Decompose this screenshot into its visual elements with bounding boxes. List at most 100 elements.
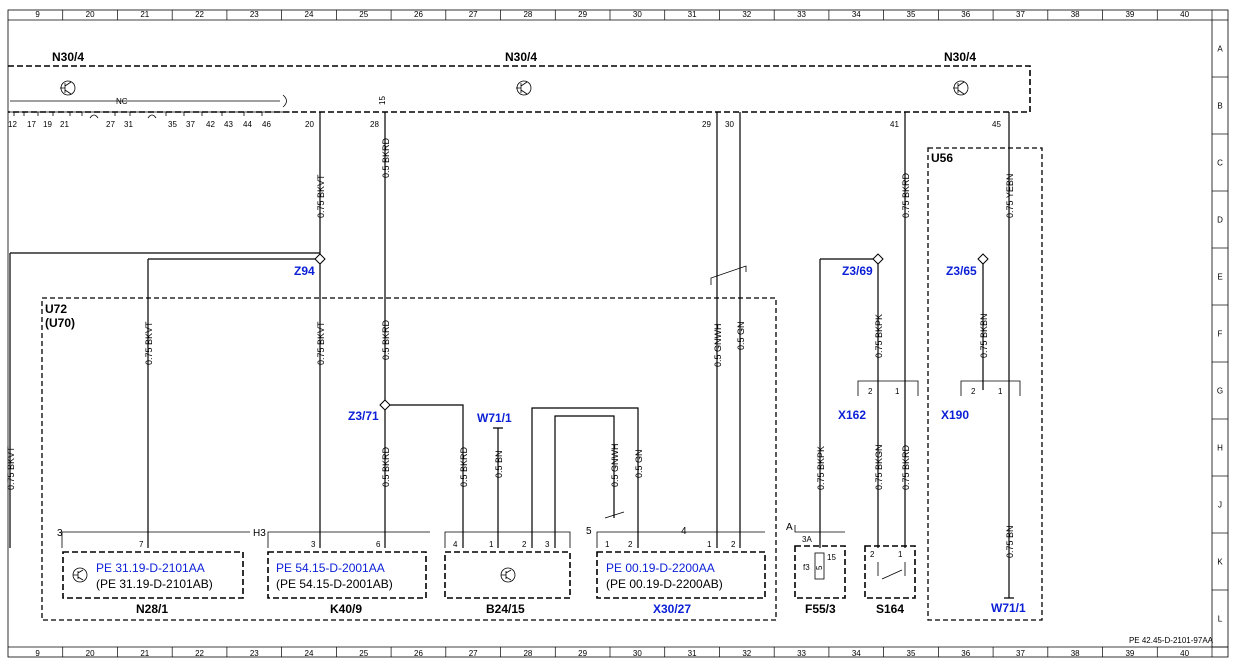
column-number-33: 33 — [797, 10, 806, 19]
pin-15: 15 — [378, 96, 387, 105]
x162-connector — [857, 380, 919, 396]
pin-43: 43 — [224, 120, 233, 129]
x190-connector — [960, 380, 1021, 396]
k40-ref-2: (PE 54.15-D-2001AB) — [276, 577, 393, 591]
n28-conn: 3 — [57, 528, 63, 539]
column-number-38: 38 — [1071, 649, 1080, 658]
column-number-9: 9 — [35, 10, 40, 19]
z371-label: Z3/71 — [348, 409, 379, 423]
w71-1b-label: W71/1 — [991, 601, 1026, 615]
pin-44: 44 — [243, 120, 252, 129]
s164-box — [864, 545, 916, 599]
b24-box — [444, 551, 571, 599]
column-number-39: 39 — [1125, 649, 1134, 658]
svg-text:0.75 BKRD: 0.75 BKRD — [901, 172, 911, 218]
wire-b24-gn — [531, 407, 639, 548]
svg-text:0.75 BKVT: 0.75 BKVT — [6, 446, 16, 490]
wire-yebn-45 — [1004, 112, 1014, 599]
x30-box — [596, 551, 766, 599]
row-letter-B: B — [1217, 102, 1222, 111]
column-number-33: 33 — [797, 649, 806, 658]
pin-45: 45 — [992, 120, 1001, 129]
pin-29: 29 — [702, 120, 711, 129]
f55-num: 5 — [815, 565, 824, 570]
svg-text:0.75 BKGN: 0.75 BKGN — [874, 444, 884, 490]
pin-42: 42 — [206, 120, 215, 129]
transistor-icon — [60, 80, 76, 96]
wire-labels: 0.75 BKVT 0.5 BKRD 0.75 BKVT 0.75 BKVT 0… — [6, 137, 1015, 558]
pin-27: 27 — [106, 120, 115, 129]
f55-value: 15 — [827, 553, 836, 562]
svg-text:0.75 YEBN: 0.75 YEBN — [1005, 174, 1015, 218]
column-number-30: 30 — [633, 649, 642, 658]
pin-20: 20 — [305, 120, 314, 129]
u56-box — [927, 147, 1043, 621]
f55-fuse: f3 — [803, 563, 810, 572]
row-letter-H: H — [1217, 444, 1223, 453]
column-number-35: 35 — [907, 10, 916, 19]
column-number-34: 34 — [852, 649, 861, 658]
x190-pin-2: 2 — [971, 387, 976, 396]
x30-ref-1: PE 00.19-D-2200AA — [606, 561, 715, 575]
f55-conn: A — [786, 522, 793, 533]
diagram-frame — [7, 9, 1229, 658]
pin-30: 30 — [725, 120, 734, 129]
row-letter-D: D — [1217, 216, 1223, 225]
column-number-32: 32 — [742, 649, 751, 658]
row-letter-J: J — [1218, 501, 1222, 510]
splice-z369-icon — [872, 253, 884, 265]
b24-name: B24/15 — [486, 602, 525, 616]
column-number-25: 25 — [359, 10, 368, 19]
n30-label-left: N30/4 — [52, 50, 84, 64]
x30-ref-2: (PE 00.19-D-2200AB) — [606, 577, 723, 591]
svg-text:0.75 BKVT: 0.75 BKVT — [316, 174, 326, 218]
svg-text:0.5 BKRD: 0.5 BKRD — [381, 137, 391, 178]
column-number-22: 22 — [195, 649, 204, 658]
svg-text:0.5 BKRD: 0.5 BKRD — [459, 446, 469, 487]
x30-pin-2b: 2 — [731, 540, 736, 549]
s164-pin-2: 2 — [870, 550, 875, 559]
column-number-20: 20 — [86, 649, 95, 658]
pin-19: 19 — [43, 120, 52, 129]
k40-pin-3: 3 — [311, 540, 316, 549]
svg-text:0.75 BKRD: 0.75 BKRD — [901, 444, 911, 490]
f55-box — [794, 545, 846, 599]
z94-label: Z94 — [294, 264, 315, 278]
svg-text:0.75 BKVT: 0.75 BKVT — [316, 321, 326, 365]
pin-31: 31 — [124, 120, 133, 129]
column-number-37: 37 — [1016, 649, 1025, 658]
splice-z94-icon — [314, 253, 326, 265]
column-number-23: 23 — [250, 10, 259, 19]
column-number-32: 32 — [742, 10, 751, 19]
n28-name: N28/1 — [136, 602, 168, 616]
svg-text:0.5 BN: 0.5 BN — [494, 450, 504, 478]
k40-pin-6: 6 — [376, 540, 381, 549]
column-number-25: 25 — [359, 649, 368, 658]
column-number-23: 23 — [250, 649, 259, 658]
z369-label: Z3/69 — [842, 264, 873, 278]
pin-28: 28 — [370, 120, 379, 129]
column-number-26: 26 — [414, 10, 423, 19]
column-number-27: 27 — [469, 649, 478, 658]
wire-b24-bkrd — [385, 404, 464, 548]
column-number-21: 21 — [140, 649, 149, 658]
sensor-icon — [500, 567, 516, 583]
wire-b24-gnwh — [554, 415, 615, 548]
f55-pin-3a: 3A — [802, 535, 812, 544]
row-letter-F: F — [1218, 330, 1223, 339]
w71-1-label: W71/1 — [477, 411, 512, 425]
x162-pin-2: 2 — [868, 387, 873, 396]
b24-pin-3: 3 — [545, 540, 550, 549]
svg-text:0.5 GNWH: 0.5 GNWH — [713, 323, 723, 367]
column-number-40: 40 — [1180, 10, 1189, 19]
s164-name: S164 — [876, 602, 904, 616]
column-number-34: 34 — [852, 10, 861, 19]
x30-conn-4: 4 — [681, 526, 687, 537]
svg-text:0.75 BKVT: 0.75 BKVT — [144, 321, 154, 365]
n28-pin-7: 7 — [139, 540, 144, 549]
u70-label: (U70) — [45, 316, 75, 330]
column-number-38: 38 — [1071, 10, 1080, 19]
column-number-40: 40 — [1180, 649, 1189, 658]
column-number-36: 36 — [961, 10, 970, 19]
